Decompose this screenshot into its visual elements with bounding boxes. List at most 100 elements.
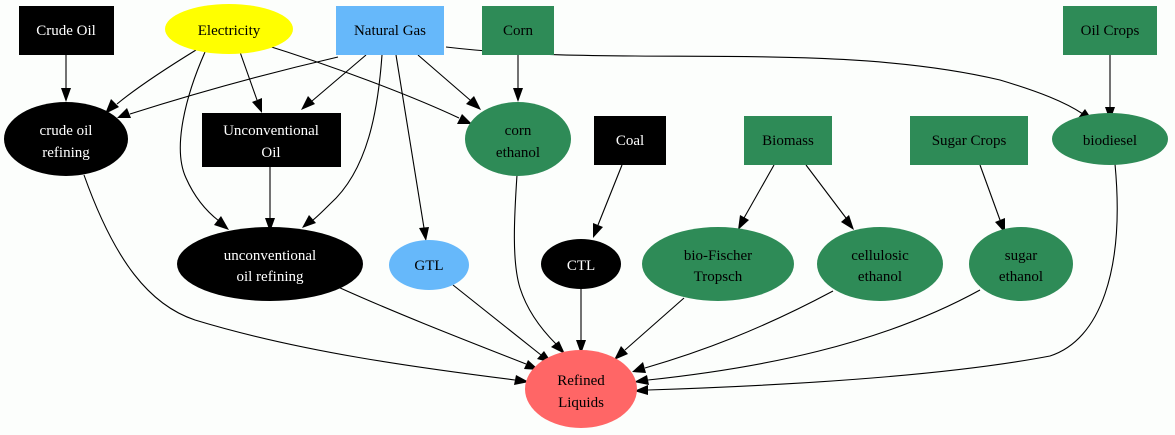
- arrowhead: [61, 88, 71, 102]
- arrowhead: [513, 88, 523, 102]
- arrowhead: [214, 216, 229, 230]
- node-label: Natural Gas: [354, 23, 426, 39]
- node-label: ethanol: [858, 269, 902, 285]
- node-label: cellulosic: [851, 248, 909, 264]
- svg-text:ethanol: ethanol: [999, 269, 1043, 285]
- node-biomass: Biomass: [744, 116, 832, 165]
- node-label: corn: [505, 123, 532, 139]
- svg-text:Corn: Corn: [503, 23, 534, 39]
- edge-bio-fischer-tropsch-to-refined-liquids: [624, 297, 685, 351]
- arrowhead: [301, 96, 315, 110]
- node-label: bio-Fischer: [684, 248, 752, 264]
- arrowhead: [841, 215, 854, 230]
- arrowhead: [105, 99, 119, 114]
- node-sugar-ethanol: sugar ethanol: [969, 227, 1073, 301]
- node-label: Corn: [503, 23, 534, 39]
- arrowhead: [995, 218, 1005, 233]
- edge-natural-gas-to-unconventional-oil-refining: [312, 54, 383, 221]
- svg-text:bio-Fischer: bio-Fischer: [684, 248, 752, 264]
- node-gtl: GTL: [389, 240, 469, 290]
- node-label: Sugar Crops: [932, 133, 1007, 149]
- svg-text:Oil Crops: Oil Crops: [1081, 23, 1140, 39]
- svg-text:Unconventional: Unconventional: [223, 123, 319, 139]
- node-cellulosic-ethanol: cellulosic ethanol: [817, 227, 943, 301]
- arrowhead: [265, 218, 275, 232]
- svg-text:refining: refining: [42, 145, 90, 161]
- edge-gtl-to-refined-liquids: [452, 284, 542, 356]
- svg-text:Biomass: Biomass: [762, 133, 814, 149]
- svg-text:corn: corn: [505, 123, 532, 139]
- svg-text:Refined: Refined: [557, 373, 605, 389]
- arrowhead: [576, 340, 586, 354]
- svg-text:ethanol: ethanol: [496, 145, 540, 161]
- svg-text:unconventional: unconventional: [224, 248, 316, 264]
- edge-natural-gas-to-biodiesel: [445, 46, 1084, 115]
- node-label: Oil: [261, 145, 280, 161]
- arrowhead: [514, 375, 529, 385]
- edge-electricity-to-crude-oil-refining: [116, 49, 197, 105]
- node-label: Refined: [557, 373, 605, 389]
- nodes: Crude Oil Electricity Natural Gas Corn O: [4, 4, 1168, 428]
- node-label: GTL: [414, 258, 443, 274]
- svg-text:cellulosic: cellulosic: [851, 248, 909, 264]
- svg-text:crude oil: crude oil: [40, 123, 93, 139]
- edge-sugar-ethanol-to-refined-liquids: [647, 289, 981, 381]
- edge-natural-gas-to-unconventional-oil: [311, 54, 367, 102]
- svg-text:Tropsch: Tropsch: [694, 269, 743, 285]
- arrowhead: [738, 215, 749, 230]
- arrowhead: [614, 346, 628, 360]
- node-label: biodiesel: [1083, 133, 1137, 149]
- edge-electricity-to-unconventional-oil-refining: [179, 51, 220, 222]
- node-coal: Coal: [594, 116, 666, 165]
- arrowhead: [457, 114, 472, 124]
- edge-biomass-to-cellulosic-ethanol: [805, 164, 847, 219]
- arrowhead: [419, 227, 429, 241]
- node-bio-fischer-tropsch: bio-Fischer Tropsch: [642, 227, 794, 301]
- svg-text:biodiesel: biodiesel: [1083, 133, 1137, 149]
- node-label: ethanol: [496, 145, 540, 161]
- node-label: Coal: [616, 133, 644, 149]
- node-refined-liquids: Refined Liquids: [525, 350, 637, 428]
- arrowhead: [551, 341, 565, 354]
- arrowhead: [117, 108, 131, 118]
- node-label: refining: [42, 145, 90, 161]
- edge-cellulosic-ethanol-to-refined-liquids: [644, 290, 834, 369]
- arrowhead: [252, 98, 262, 113]
- node-ctl: CTL: [541, 239, 621, 289]
- arrowhead: [466, 96, 481, 110]
- edge-natural-gas-to-corn-ethanol: [417, 54, 471, 101]
- arrowhead: [634, 375, 649, 385]
- edge-biomass-to-bio-fischer-tropsch: [743, 164, 775, 219]
- node-corn-ethanol: corn ethanol: [465, 102, 571, 176]
- edge-natural-gas-to-crude-oil-refining: [129, 56, 339, 115]
- edge-crude-oil-refining-to-refined-liquids: [83, 174, 516, 381]
- svg-text:Oil: Oil: [261, 145, 280, 161]
- node-label: Biomass: [762, 133, 814, 149]
- edge-sugar-crops-to-sugar-ethanol: [979, 164, 1001, 221]
- edge-coal-to-ctl: [597, 164, 623, 226]
- node-biodiesel: biodiesel: [1052, 113, 1168, 165]
- svg-text:Sugar Crops: Sugar Crops: [932, 133, 1007, 149]
- svg-text:Coal: Coal: [616, 133, 644, 149]
- node-label: Oil Crops: [1081, 23, 1140, 39]
- edge-unconventional-oil-refining-to-refined-liquids: [337, 286, 527, 365]
- arrowhead: [302, 215, 316, 228]
- edge-biodiesel-to-refined-liquids: [647, 163, 1118, 391]
- svg-text:Liquids: Liquids: [558, 395, 604, 411]
- node-label: CTL: [567, 258, 595, 274]
- node-crude-oil: Crude Oil: [19, 6, 114, 55]
- edge-natural-gas-to-gtl: [395, 54, 425, 229]
- arrowhead: [634, 385, 648, 395]
- node-label: ethanol: [999, 269, 1043, 285]
- edge-electricity-to-unconventional-oil: [239, 51, 258, 101]
- node-oil-crops: Oil Crops: [1063, 6, 1157, 55]
- node-label: Liquids: [558, 395, 604, 411]
- svg-text:sugar: sugar: [1005, 248, 1038, 264]
- node-label: Unconventional: [223, 123, 319, 139]
- arrowhead: [593, 223, 603, 238]
- svg-text:GTL: GTL: [414, 258, 443, 274]
- edges: [65, 43, 1118, 391]
- svg-text:CTL: CTL: [567, 258, 595, 274]
- node-corn: Corn: [482, 6, 554, 55]
